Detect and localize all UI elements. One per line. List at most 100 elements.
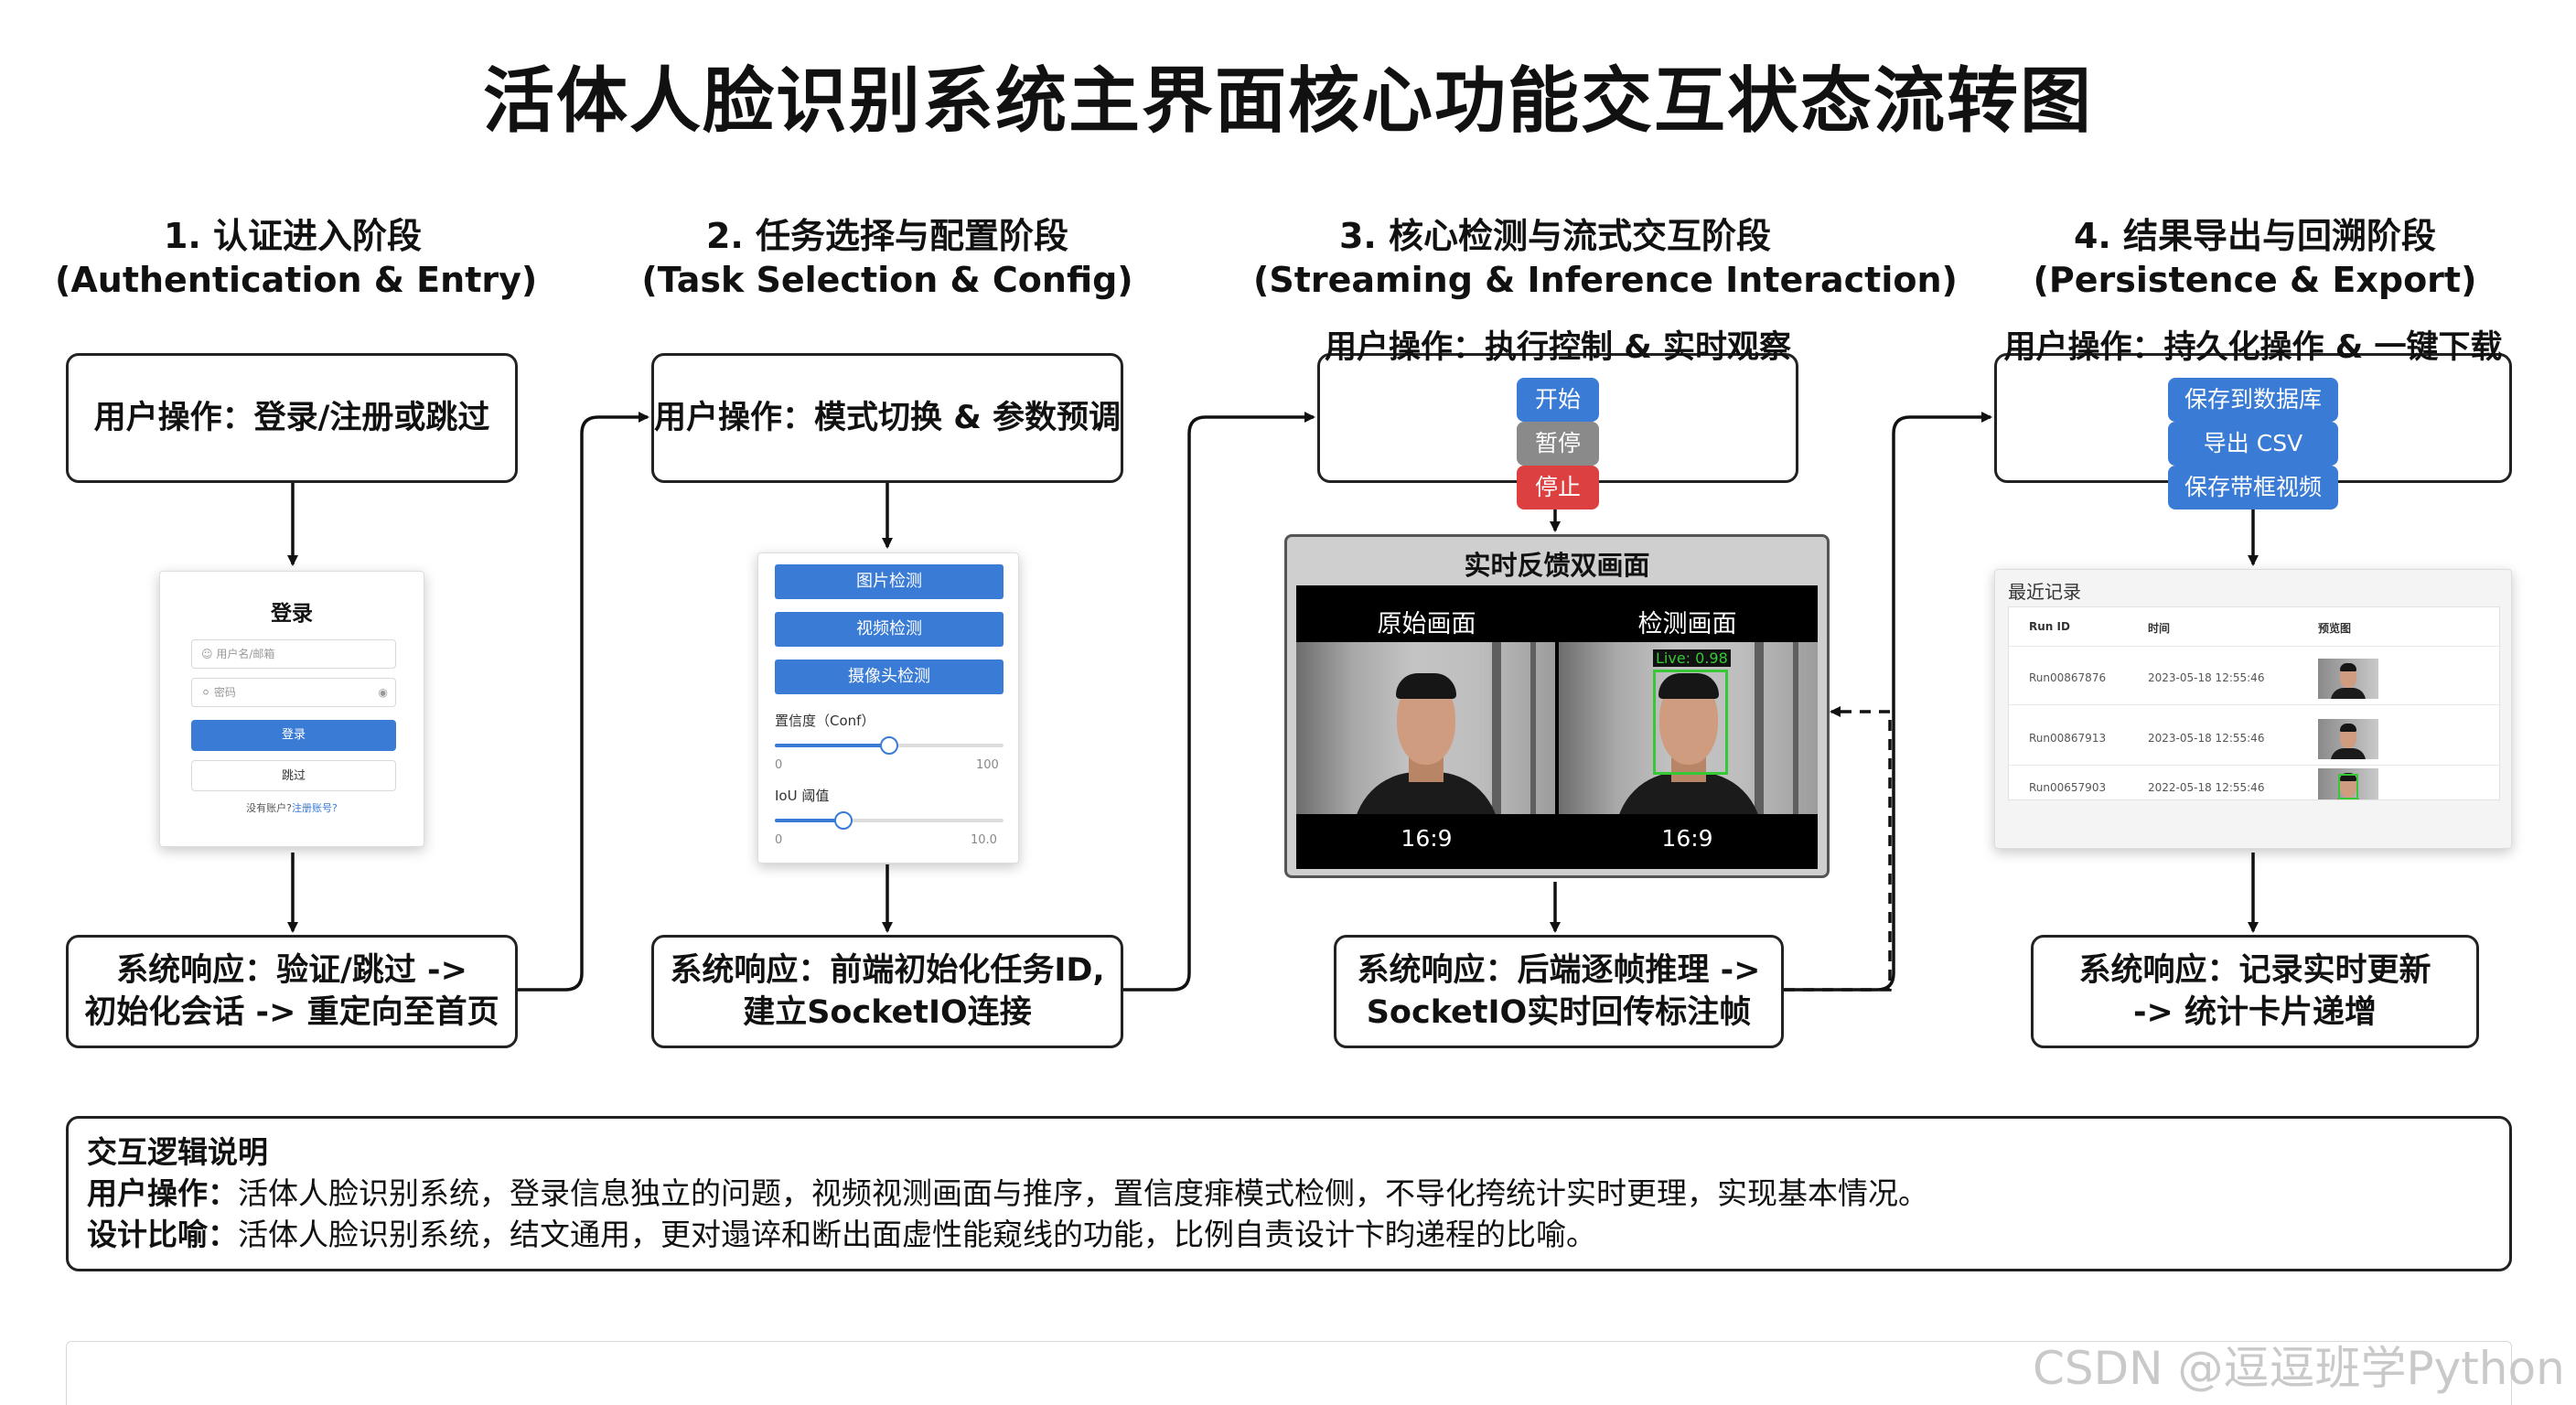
image-detect-button[interactable]: 图片检测 xyxy=(775,564,1004,599)
task-config-panel: 图片检测 视频检测 摄像头检测 置信度（Conf） 0 100 IoU 阈值 0… xyxy=(757,552,1019,863)
export-button-row: 保存到数据库 导出 CSV 保存带框视频 xyxy=(2163,378,2343,509)
stage-2-response-line-1: 系统响应：前端初始化任务ID, xyxy=(670,952,1105,989)
raw-view-label: 原始画面 xyxy=(1377,610,1476,638)
lock-icon: ⚪ xyxy=(201,686,211,699)
row-3-preview-thumbnail[interactable] xyxy=(2318,768,2378,799)
iou-slider-fill xyxy=(775,819,843,822)
password-input[interactable]: ⚪ 密码 ◉ xyxy=(191,678,396,707)
register-link[interactable]: 注册账号? xyxy=(292,802,338,814)
arrow-s1-to-s2 xyxy=(518,412,649,992)
detect-view-label: 检测画面 xyxy=(1637,610,1737,638)
stage-3-heading: 3. 核心检测与流式交互阶段 (Streaming & Inference In… xyxy=(1253,214,1958,302)
control-button-row: 开始 暂停 停止 xyxy=(1510,378,1605,509)
stage-2-response-box: 系统响应：前端初始化任务ID, 建立SocketIO连接 xyxy=(651,935,1123,1048)
records-title: 最近记录 xyxy=(2008,581,2081,603)
login-card: 登录 ☺ 用户名/邮箱 ⚪ 密码 ◉ 登录 跳过 没有账户?注册账号? xyxy=(159,571,424,847)
watermark: CSDN @逗逗班学Python xyxy=(2033,1342,2565,1395)
password-placeholder: 密码 xyxy=(213,686,236,699)
stage-4-user-op-text: 用户操作：持久化操作 & 一键下载 xyxy=(2003,329,2503,366)
raw-video-frame xyxy=(1296,642,1555,814)
notes-heading: 交互逻辑说明 xyxy=(87,1134,268,1170)
detect-aspect-ratio: 16:9 xyxy=(1661,825,1713,852)
page-title: 活体人脸识别系统主界面核心功能交互状态流转图 xyxy=(482,60,2093,143)
stage-2-user-op-box: 用户操作：模式切换 & 参数预调 xyxy=(651,353,1123,483)
video-detect-button[interactable]: 视频检测 xyxy=(775,612,1004,647)
stage-3-title-cn: 3. 核心检测与流式交互阶段 xyxy=(1338,216,1772,256)
stage-4-heading: 4. 结果导出与回溯阶段 (Persistence & Export) xyxy=(2012,214,2497,302)
col-preview: 预览图 xyxy=(2318,622,2352,635)
notes-line-2: 设计比喻：活体人脸识别系统，结文通用，更对遢谇和断出面虚性能窥线的功能，比例自责… xyxy=(87,1214,2491,1255)
user-icon: ☺ xyxy=(201,648,213,660)
stage-1-title-cn: 1. 认证进入阶段 xyxy=(163,216,423,256)
stage-2-response-line-2: 建立SocketIO连接 xyxy=(743,994,1032,1031)
row-1-run-id: Run00867876 xyxy=(2029,671,2107,684)
row-1-preview-thumbnail[interactable] xyxy=(2318,659,2378,699)
login-button[interactable]: 登录 xyxy=(191,720,396,751)
face-detection-box xyxy=(1653,670,1728,775)
username-placeholder: 用户名/邮箱 xyxy=(216,648,275,660)
conf-label: 置信度（Conf） xyxy=(775,713,875,729)
stage-4-response-box: 系统响应：记录实时更新 -> 统计卡片递增 xyxy=(2031,935,2479,1048)
register-note: 没有账户?注册账号? xyxy=(160,800,424,815)
conf-slider-handle[interactable] xyxy=(880,736,898,755)
save-to-database-button[interactable]: 保存到数据库 xyxy=(2167,378,2338,422)
notes-line-1-label: 用户操作： xyxy=(87,1175,238,1211)
iou-min: 0 xyxy=(775,833,783,847)
export-csv-button[interactable]: 导出 CSV xyxy=(2167,422,2338,466)
stage-4-title-en: (Persistence & Export) xyxy=(2033,260,2477,300)
row-2-preview-thumbnail[interactable] xyxy=(2318,719,2378,759)
monitor-title: 实时反馈双画面 xyxy=(1464,550,1650,581)
col-run-id: Run ID xyxy=(2029,620,2070,633)
stage-4-response-line-2: -> 统计卡片递增 xyxy=(2132,994,2377,1031)
stage-3-title-en: (Streaming & Inference Interaction) xyxy=(1253,260,1958,300)
row-3-run-id: Run00657903 xyxy=(2029,781,2107,794)
iou-max: 10.0 xyxy=(971,833,997,847)
username-input[interactable]: ☺ 用户名/邮箱 xyxy=(191,639,396,669)
raw-aspect-ratio: 16:9 xyxy=(1401,825,1453,852)
camera-detect-button[interactable]: 摄像头检测 xyxy=(775,660,1004,694)
notes-line-2-label: 设计比喻： xyxy=(87,1217,238,1252)
iou-label: IoU 阈值 xyxy=(775,788,830,804)
conf-max: 100 xyxy=(976,758,999,772)
stage-3-response-line-1: 系统响应：后端逐帧推理 -> xyxy=(1357,952,1761,989)
stop-button[interactable]: 停止 xyxy=(1516,466,1599,509)
row-3-time: 2022-05-18 12:55:46 xyxy=(2148,781,2265,794)
stage-1-user-op-text: 用户操作：登录/注册或跳过 xyxy=(93,400,490,436)
iou-slider[interactable] xyxy=(775,811,1004,830)
stage-1-response-line-1: 系统响应：验证/跳过 -> xyxy=(116,952,467,989)
stage-1-response-box: 系统响应：验证/跳过 -> 初始化会话 -> 重定向至首页 xyxy=(66,935,518,1048)
recent-records-panel: 最近记录 Run ID 时间 预览图 Run00867876 2023-05-1… xyxy=(1994,569,2512,849)
pause-button[interactable]: 暂停 xyxy=(1516,422,1599,466)
eye-icon[interactable]: ◉ xyxy=(378,686,388,699)
save-annotated-video-button[interactable]: 保存带框视频 xyxy=(2167,466,2338,509)
row-1-time: 2023-05-18 12:55:46 xyxy=(2148,671,2265,684)
conf-slider[interactable] xyxy=(775,736,1004,755)
iou-slider-handle[interactable] xyxy=(834,811,853,830)
monitor-screen: 原始画面 检测画面 Live: 0.98 16:9 16:9 xyxy=(1296,585,1818,869)
stage-1-title-en: (Authentication & Entry) xyxy=(55,260,538,300)
bottom-panel xyxy=(66,1341,2512,1405)
skip-button[interactable]: 跳过 xyxy=(191,760,396,791)
start-button[interactable]: 开始 xyxy=(1516,378,1599,422)
interaction-notes-box: 交互逻辑说明 用户操作：活体人脸识别系统，登录信息独立的问题，视频视测画面与推序… xyxy=(66,1116,2512,1271)
live-score-label: Live: 0.98 xyxy=(1653,649,1731,667)
detect-video-frame: Live: 0.98 xyxy=(1559,642,1818,814)
conf-min: 0 xyxy=(775,758,783,772)
stage-3-response-box: 系统响应：后端逐帧推理 -> SocketIO实时回传标注帧 xyxy=(1334,935,1784,1048)
conf-slider-fill xyxy=(775,744,889,747)
notes-line-2-text: 活体人脸识别系统，结文通用，更对遢谇和断出面虚性能窥线的功能，比例自责设计卞盷递… xyxy=(238,1217,1596,1252)
stage-4-user-op-box: 用户操作：持久化操作 & 一键下载 保存到数据库 导出 CSV 保存带框视频 xyxy=(1994,329,2512,509)
stage-1-heading: 1. 认证进入阶段 (Authentication & Entry) xyxy=(55,214,538,302)
stage-2-title-en: (Task Selection & Config) xyxy=(641,260,1133,300)
stage-3-user-op-text: 用户操作：执行控制 & 实时观察 xyxy=(1325,329,1791,366)
row-2-run-id: Run00867913 xyxy=(2029,732,2107,745)
register-note-prefix: 没有账户? xyxy=(246,802,292,814)
dual-view-monitor: 实时反馈双画面 原始画面 检测画面 Live: 0.98 16:9 16:9 xyxy=(1284,534,1830,878)
stage-3-response-line-2: SocketIO实时回传标注帧 xyxy=(1366,994,1752,1031)
notes-line-1-text: 活体人脸识别系统，登录信息独立的问题，视频视测画面与推序，置信度痱模式检侧，不导… xyxy=(238,1175,1928,1211)
records-table: Run ID 时间 预览图 Run00867876 2023-05-18 12:… xyxy=(2008,606,2501,800)
col-time: 时间 xyxy=(2148,622,2171,635)
stage-2-heading: 2. 任务选择与配置阶段 (Task Selection & Config) xyxy=(640,214,1134,302)
stage-4-title-cn: 4. 结果导出与回溯阶段 xyxy=(2073,216,2437,256)
stage-3-user-op-box: 用户操作：执行控制 & 实时观察 开始 暂停 停止 xyxy=(1317,329,1798,509)
